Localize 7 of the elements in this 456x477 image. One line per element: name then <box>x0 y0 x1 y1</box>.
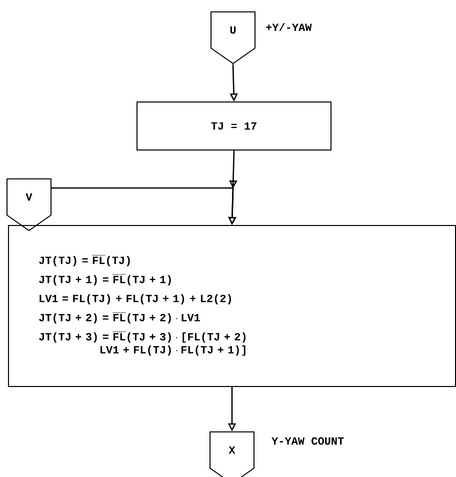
connector-label: +Y/-YAW <box>266 22 312 32</box>
offpage-connector: U <box>210 11 256 64</box>
offpage-connector: X <box>210 431 254 477</box>
offpage-connector: V <box>6 178 52 232</box>
process-box: $\texttt{JT(TJ) = }\overline{\texttt{FL}}\texttt{(TJ)}$ $\texttt{JT(TJ + 1) = }\overline{\texttt{FL}}\texttt{(TJ + 1)}$ $\texttt{LV1 = FL(TJ) + FL(TJ + 1) + L2(2)}$ $\texttt{JT(TJ + 2) = }\overline{\texttt{FL}}\texttt{(TJ + 2)}\cdot\texttt{LV1}$ $\begin{array}{@{}r@{}}\texttt{JT(TJ + 3) = }\overline{\texttt{FL}}\texttt{(TJ + 3)}\cdot\texttt{[FL(TJ + 2)}\\\texttt{LV1 + FL(TJ)}\cdot\texttt{FL(TJ + 1)]}\end{array}$ <box>8 225 456 387</box>
process-box: TJ = 17 <box>136 102 332 150</box>
connector-label: Y-YAW COUNT <box>272 437 344 445</box>
